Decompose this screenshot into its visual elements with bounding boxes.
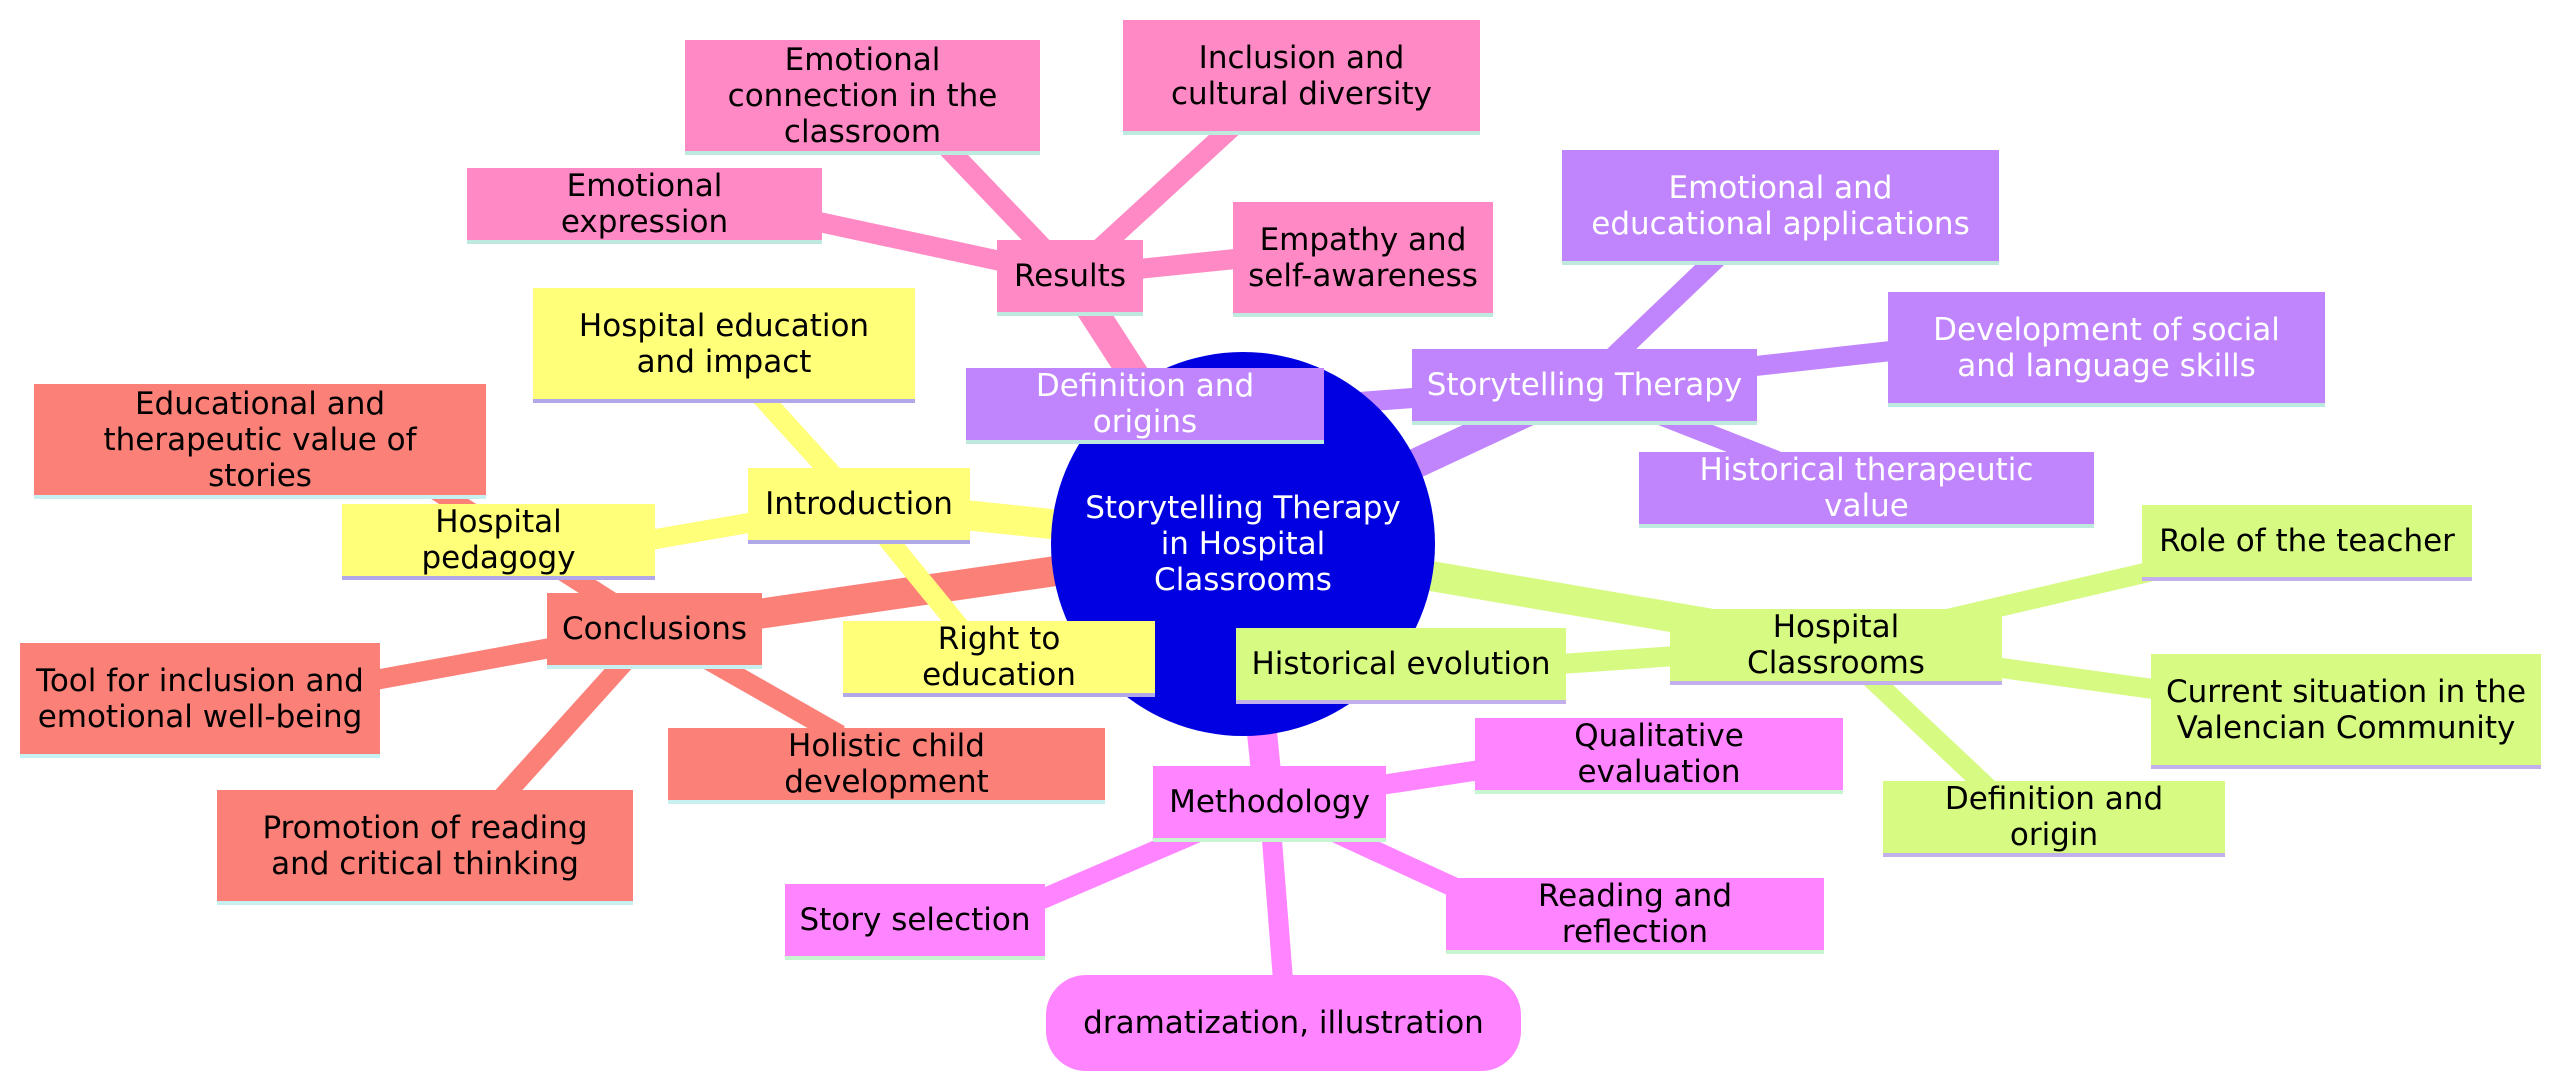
node-label: Educational and therapeutic value of sto…: [103, 385, 417, 494]
hospital-classrooms-child-valencian[interactable]: Current situation in the Valencian Commu…: [2151, 654, 2541, 765]
root-node-label: Storytelling Therapy in Hospital Classro…: [1085, 490, 1401, 598]
hospital-classrooms-child-historical-evolution[interactable]: Historical evolution: [1236, 628, 1566, 700]
introduction-child-hospital-education[interactable]: Hospital education and impact: [533, 288, 915, 399]
node-label: Promotion of reading and critical thinki…: [262, 809, 588, 882]
node-label: Story selection: [799, 902, 1031, 938]
conclusions-child-holistic-development[interactable]: Holistic child development: [668, 728, 1105, 800]
conclusions-child-inclusion-wellbeing[interactable]: Tool for inclusion and emotional well-be…: [20, 643, 380, 754]
node-label: dramatization, illustration: [1083, 1005, 1484, 1041]
node-label: Tool for inclusion and emotional well-be…: [36, 662, 364, 735]
results-child-definition-origins[interactable]: Definition and origins: [966, 368, 1324, 440]
node-label: Empathy and self-awareness: [1248, 221, 1478, 294]
node-label: Emotional connection in the classroom: [727, 41, 998, 150]
methodology-child-dramatization[interactable]: dramatization, illustration: [1046, 975, 1521, 1071]
node-label: Emotional and educational applications: [1591, 169, 1970, 242]
storytelling-child-skills[interactable]: Development of social and language skill…: [1888, 292, 2325, 403]
branch-hospital-classrooms[interactable]: Hospital Classrooms: [1670, 609, 2002, 681]
storytelling-child-historical-value[interactable]: Historical therapeutic value: [1639, 452, 2094, 524]
node-label: Definition and origins: [1035, 368, 1255, 440]
introduction-child-hospital-pedagogy[interactable]: Hospital pedagogy: [342, 504, 655, 576]
branch-results-label: Results: [1014, 258, 1126, 294]
methodology-child-reading-reflection[interactable]: Reading and reflection: [1446, 878, 1824, 950]
results-child-empathy[interactable]: Empathy and self-awareness: [1233, 202, 1493, 313]
node-label: Historical evolution: [1251, 646, 1551, 682]
root-node: Storytelling Therapy in Hospital Classro…: [1063, 490, 1423, 598]
node-label: Right to education: [922, 621, 1076, 693]
node-label: Hospital pedagogy: [421, 504, 576, 576]
branch-storytelling-therapy[interactable]: Storytelling Therapy: [1412, 349, 1757, 421]
node-label: Reading and reflection: [1537, 878, 1732, 950]
node-label: Development of social and language skill…: [1933, 311, 2280, 384]
node-label: Emotional expression: [560, 168, 729, 240]
hospital-classrooms-child-role-teacher[interactable]: Role of the teacher: [2142, 505, 2472, 577]
storytelling-child-applications[interactable]: Emotional and educational applications: [1562, 150, 1999, 261]
node-label: Definition and origin: [1944, 781, 2164, 853]
conclusions-child-educational-value[interactable]: Educational and therapeutic value of sto…: [34, 384, 486, 495]
introduction-child-right-to-education[interactable]: Right to education: [843, 621, 1155, 693]
node-label: Historical therapeutic value: [1699, 452, 2034, 524]
methodology-child-qualitative-evaluation[interactable]: Qualitative evaluation: [1475, 718, 1843, 790]
node-label: Hospital education and impact: [578, 307, 870, 380]
node-label: Current situation in the Valencian Commu…: [2165, 673, 2527, 746]
branch-introduction[interactable]: Introduction: [748, 468, 970, 540]
results-child-inclusion-diversity[interactable]: Inclusion and cultural diversity: [1123, 20, 1480, 131]
results-child-emotional-expression[interactable]: Emotional expression: [467, 168, 822, 240]
node-label: Role of the teacher: [2159, 523, 2455, 559]
node-label: Inclusion and cultural diversity: [1170, 39, 1433, 112]
branch-conclusions[interactable]: Conclusions: [547, 593, 762, 665]
branch-storytelling-therapy-label: Storytelling Therapy: [1426, 367, 1743, 403]
node-label: Holistic child development: [784, 728, 989, 800]
branch-introduction-label: Introduction: [765, 486, 953, 522]
branch-methodology-label: Methodology: [1169, 784, 1370, 820]
conclusions-child-reading-critical[interactable]: Promotion of reading and critical thinki…: [217, 790, 633, 901]
branch-hospital-classrooms-label: Hospital Classrooms: [1747, 609, 1925, 681]
node-label: Qualitative evaluation: [1574, 718, 1744, 790]
methodology-child-story-selection[interactable]: Story selection: [785, 884, 1045, 956]
branch-methodology[interactable]: Methodology: [1153, 766, 1386, 838]
branch-conclusions-label: Conclusions: [561, 611, 748, 647]
results-child-emotional-connection[interactable]: Emotional connection in the classroom: [685, 40, 1040, 151]
hospital-classrooms-child-definition-origin[interactable]: Definition and origin: [1883, 781, 2225, 853]
branch-results[interactable]: Results: [997, 240, 1143, 312]
